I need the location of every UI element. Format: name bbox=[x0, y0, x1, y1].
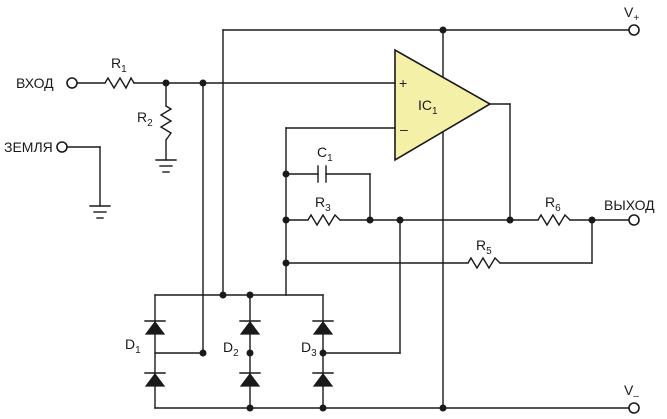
r5-label: R5 bbox=[476, 237, 492, 257]
resistor-r5 bbox=[467, 256, 501, 270]
diode-d2-lower bbox=[239, 372, 261, 387]
vminus-label: V– bbox=[624, 382, 639, 402]
vplus-label: V+ bbox=[624, 4, 639, 24]
ground-terminal bbox=[56, 141, 68, 153]
opamp-minus-pin: – bbox=[400, 121, 408, 137]
d2-label: D2 bbox=[223, 339, 239, 359]
r3-label: R3 bbox=[315, 194, 331, 214]
diode-d3-upper bbox=[312, 320, 334, 335]
diode-d1-upper bbox=[144, 320, 166, 335]
ground-symbol-main bbox=[89, 205, 111, 219]
output-label: ВЫХОД bbox=[604, 197, 655, 213]
d3-label: D3 bbox=[301, 339, 317, 359]
resistor-r1 bbox=[104, 76, 135, 90]
diode-d2-upper bbox=[239, 320, 261, 335]
diode-d3-lower bbox=[312, 372, 334, 387]
diode-d1-lower bbox=[144, 372, 166, 387]
output-terminal bbox=[628, 214, 640, 226]
resistor-r3 bbox=[307, 213, 341, 227]
resistor-r2 bbox=[159, 105, 173, 141]
vminus-terminal bbox=[628, 402, 640, 414]
opamp-label: IC1 bbox=[418, 97, 438, 117]
c1-label: C1 bbox=[317, 144, 333, 164]
r2-label: R2 bbox=[137, 109, 153, 129]
resistor-r6 bbox=[537, 213, 571, 227]
wires bbox=[67, 29, 631, 409]
r6-label: R6 bbox=[545, 194, 561, 214]
d1-label: D1 bbox=[125, 336, 141, 356]
opamp-plus-pin: + bbox=[399, 75, 407, 91]
junction-dots bbox=[162, 26, 596, 412]
capacitor-c1 bbox=[317, 165, 327, 183]
ground-label: ЗЕМЛЯ bbox=[4, 139, 53, 155]
ground-symbol-r2 bbox=[155, 159, 177, 173]
r1-label: R1 bbox=[111, 55, 127, 75]
input-terminal bbox=[66, 77, 78, 89]
vplus-terminal bbox=[628, 24, 640, 36]
input-label: ВХОД bbox=[16, 75, 54, 91]
